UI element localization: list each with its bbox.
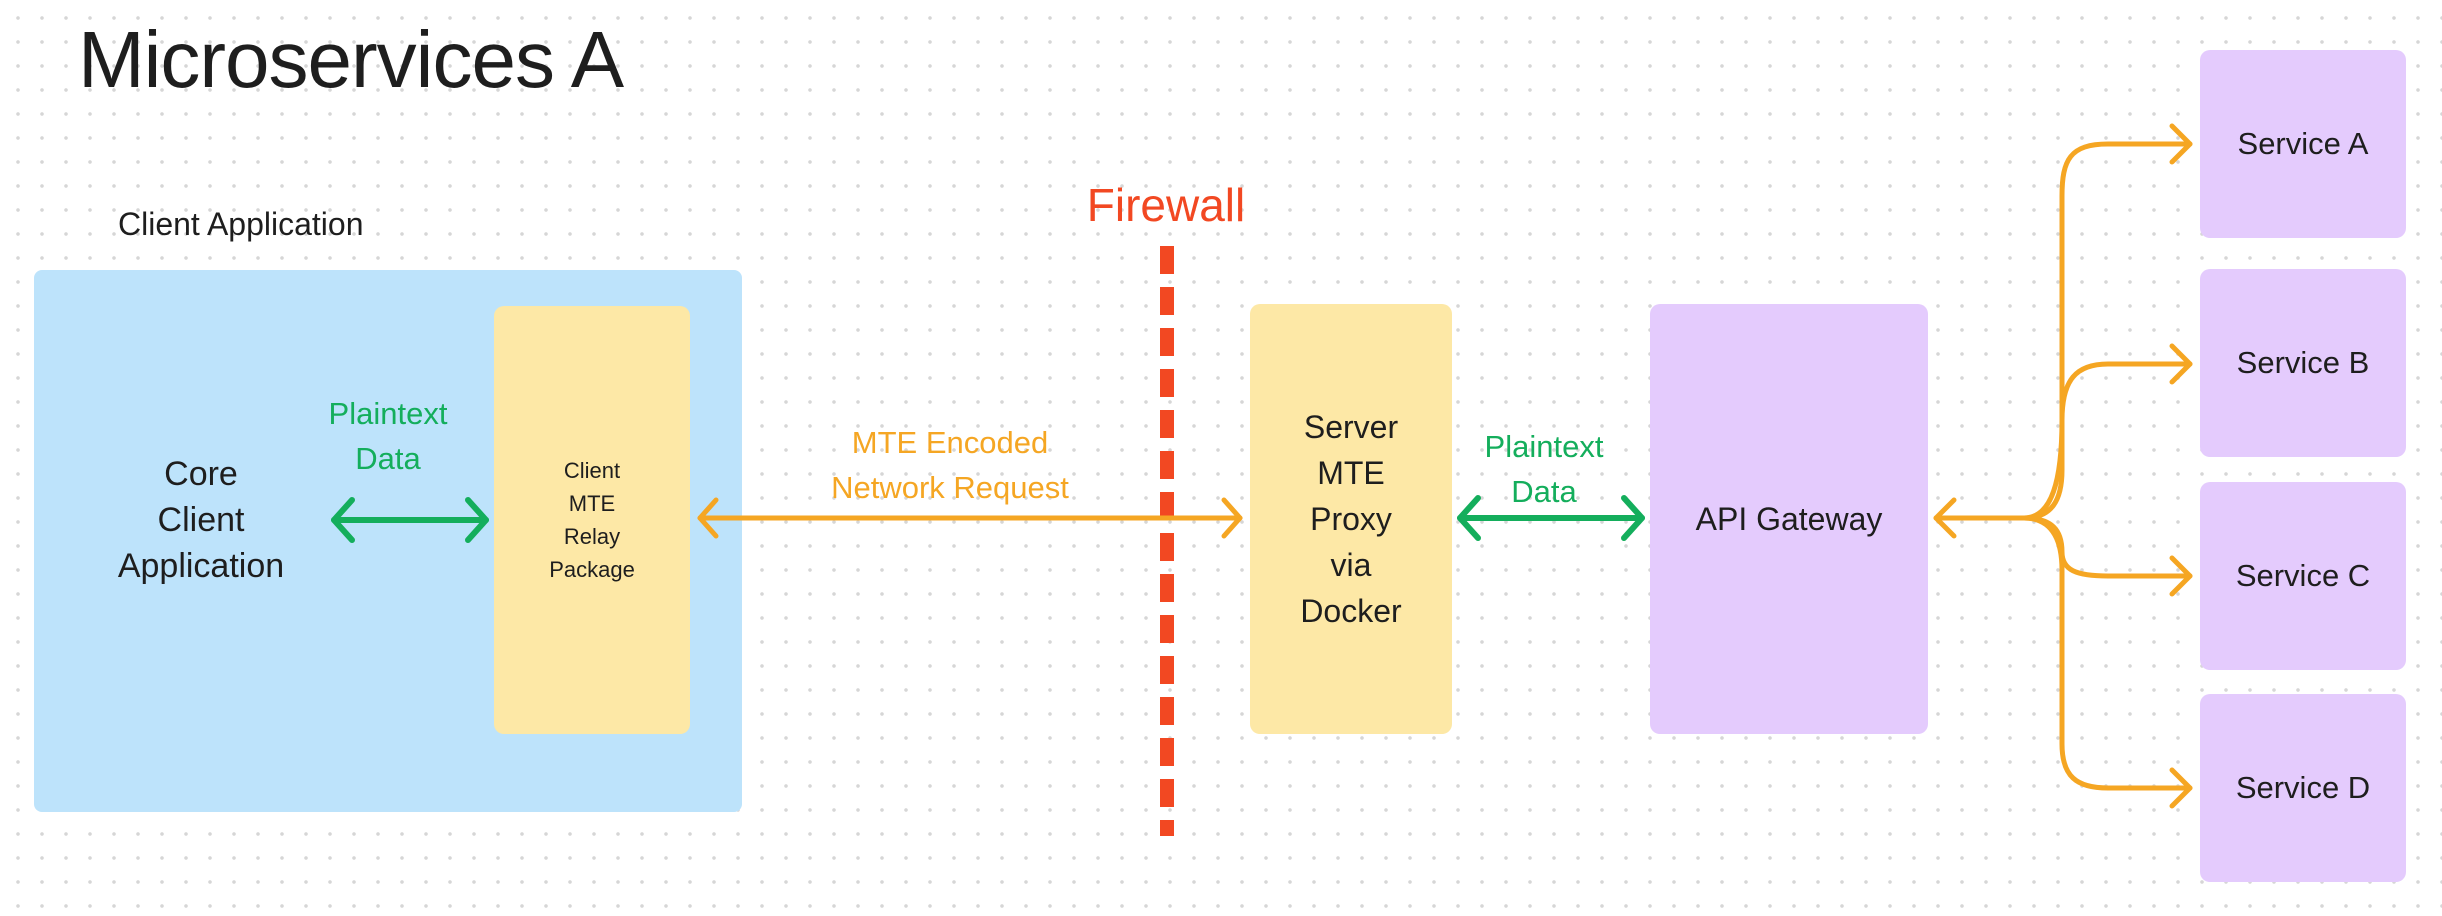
firewall-label: Firewall (1086, 179, 1246, 231)
proxy-line: Proxy (1310, 501, 1392, 537)
proxy-line: Docker (1300, 593, 1402, 629)
proxy-line: Server (1303, 409, 1399, 445)
diagram-title: Microservices A (78, 15, 624, 104)
api-gateway-label: API Gateway (1695, 500, 1883, 537)
plaintext-arrow-right (1457, 495, 1645, 541)
server-mte-proxy: Server MTE Proxy via Docker (1250, 304, 1452, 734)
service-a: Service A (2200, 50, 2406, 238)
mte-encoded-arrow (697, 497, 1243, 539)
relay-line: Client (563, 458, 621, 483)
proxy-line: MTE (1317, 455, 1385, 491)
service-c: Service C (2200, 482, 2406, 670)
mte-encoded-label: MTE Encoded Network Request (810, 420, 1090, 510)
service-label: Service A (2237, 126, 2369, 161)
core-client-application: Core Client Application (86, 440, 316, 600)
core-line: Application (117, 547, 285, 585)
client-application-label: Client Application (118, 206, 364, 242)
client-mte-relay-package: Client MTE Relay Package (494, 306, 690, 734)
core-line: Core (164, 455, 238, 493)
service-d: Service D (2200, 694, 2406, 882)
api-gateway: API Gateway (1650, 304, 1928, 734)
label-line: Network Request (831, 470, 1069, 505)
relay-line: Relay (563, 524, 621, 549)
service-label: Service B (2236, 345, 2370, 380)
plaintext-arrow-left (331, 497, 489, 543)
service-label: Service D (2235, 770, 2371, 805)
relay-line: MTE (568, 491, 616, 516)
core-line: Client (157, 501, 245, 539)
plaintext-data-label-left: Plaintext Data (308, 391, 468, 481)
label-line: Plaintext (1484, 429, 1604, 464)
gateway-service-fanout (1933, 123, 2193, 809)
label-line: Plaintext (328, 396, 448, 431)
relay-line: Package (549, 557, 635, 582)
label-line: MTE Encoded (851, 425, 1049, 460)
service-label: Service C (2235, 558, 2371, 593)
service-b: Service B (2200, 269, 2406, 457)
plaintext-data-label-right: Plaintext Data (1464, 424, 1624, 514)
label-line: Data (1511, 474, 1577, 509)
proxy-line: via (1330, 547, 1372, 583)
label-line: Data (355, 441, 421, 476)
